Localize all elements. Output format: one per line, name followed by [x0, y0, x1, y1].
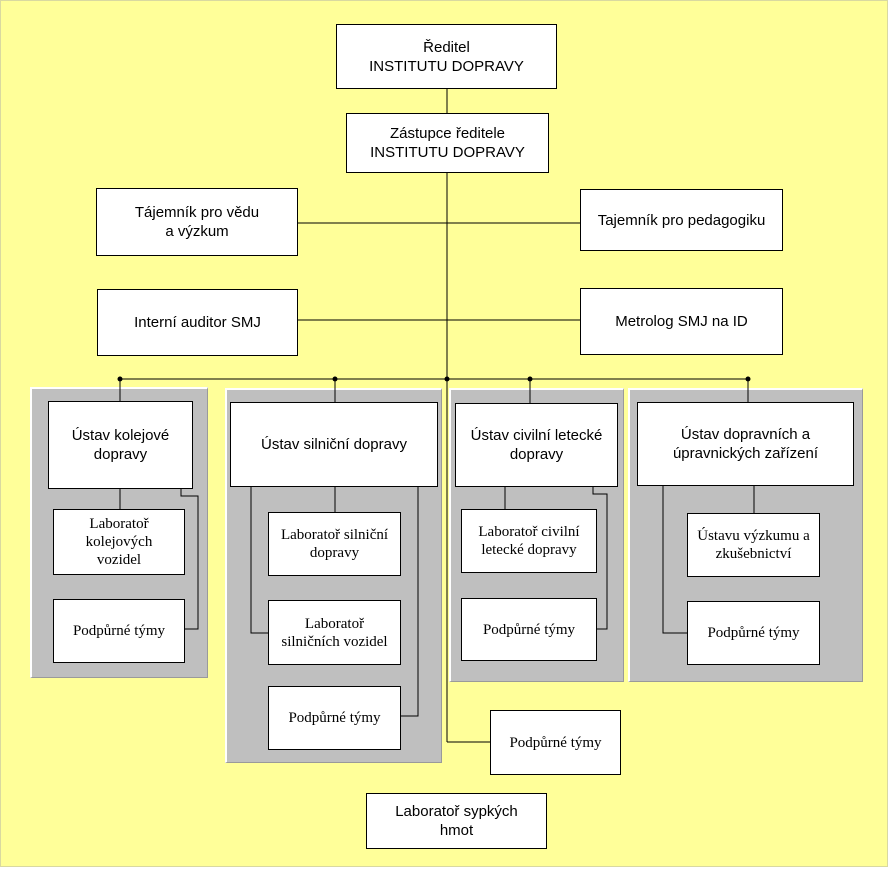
institute-box: Ústav kolejové dopravy [48, 401, 193, 489]
deputy-director-box: Zástupce ředitele INSTITUTU DOPRAVY [346, 113, 549, 173]
director-label: Ředitel INSTITUTU DOPRAVY [369, 38, 524, 75]
institute-box: Ústav dopravních a úpravnických zařízení [637, 402, 854, 486]
lab-label: Ústavu výzkumu a zkušebnictví [697, 528, 810, 562]
secretary-pedagogy-box: Tajemník pro pedagogiku [580, 189, 783, 251]
support-teams-label: Podpůrné týmy [288, 710, 381, 726]
secretary-research-box: Tájemník pro vědu a výzkum [96, 188, 298, 256]
lab-box: Laboratoř silničních vozidel [268, 600, 401, 665]
lab-label: Laboratoř kolejových vozidel [85, 516, 153, 568]
lab-label: Laboratoř silničních vozidel [281, 615, 388, 650]
institute-label: Ústav silniční dopravy [261, 436, 407, 453]
metrologist-label: Metrolog SMJ na ID [615, 313, 748, 330]
internal-auditor-box: Interní auditor SMJ [97, 289, 298, 356]
central-support-teams-label: Podpůrné týmy [509, 734, 602, 751]
central-support-teams-box: Podpůrné týmy [490, 710, 621, 775]
institute-label: Ústav kolejové dopravy [71, 427, 170, 463]
lab-box: Ústavu výzkumu a zkušebnictví [687, 513, 820, 577]
internal-auditor-label: Interní auditor SMJ [134, 314, 261, 331]
support-teams-box: Podpůrné týmy [461, 598, 597, 661]
secretary-research-label: Tájemník pro vědu a výzkum [134, 204, 260, 240]
secretary-pedagogy-label: Tajemník pro pedagogiku [597, 211, 766, 229]
lab-box: Laboratoř silniční dopravy [268, 512, 401, 576]
institute-label: Ústav civilní letecké dopravy [470, 427, 603, 463]
institute-label: Ústav dopravních a úpravnických zařízení [672, 426, 819, 462]
institute-box: Ústav civilní letecké dopravy [455, 403, 618, 487]
metrologist-box: Metrolog SMJ na ID [580, 288, 783, 355]
support-teams-label: Podpůrné týmy [482, 621, 576, 638]
institute-box: Ústav silniční dopravy [230, 402, 438, 487]
lab-label: Laboratoř silniční dopravy [280, 527, 389, 561]
lab-box: Laboratoř civilní letecké dopravy [461, 509, 597, 573]
support-teams-label: Podpůrné týmy [72, 623, 166, 639]
lab-box: Laboratoř kolejových vozidel [53, 509, 185, 575]
support-teams-label: Podpůrné týmy [707, 625, 800, 641]
support-teams-box: Podpůrné týmy [687, 601, 820, 665]
bulk-materials-lab-box: Laboratoř sypkých hmot [366, 793, 547, 849]
director-box: Ředitel INSTITUTU DOPRAVY [336, 24, 557, 89]
support-teams-box: Podpůrné týmy [268, 686, 401, 750]
deputy-director-label: Zástupce ředitele INSTITUTU DOPRAVY [370, 125, 525, 161]
support-teams-box: Podpůrné týmy [53, 599, 185, 663]
bulk-materials-lab-label: Laboratoř sypkých hmot [395, 803, 518, 839]
lab-label: Laboratoř civilní letecké dopravy [478, 524, 580, 558]
